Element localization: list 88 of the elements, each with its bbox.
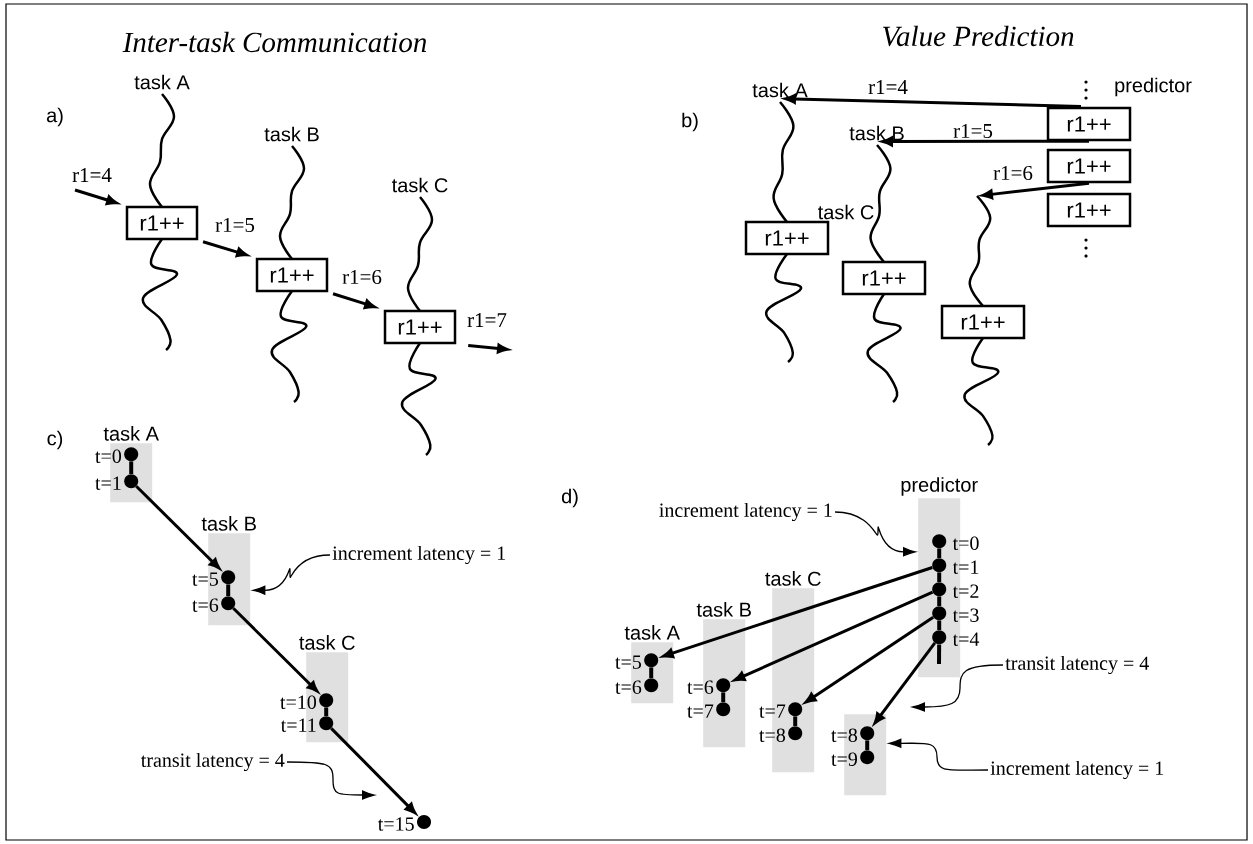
wavy-line [148,93,176,208]
annotation-text: increment latency = 1 [990,760,1164,780]
time-label: t=2 [952,584,979,598]
time-label: t=7 [759,704,786,718]
connector-line [129,461,134,474]
node-label: task C [299,635,355,650]
task-label: task B [264,126,319,142]
edge-label: r1=5 [952,122,994,140]
connector-line [937,596,942,606]
time-label: t=5 [192,572,219,586]
increment-box: r1++ [841,260,927,296]
edge-label: r1=5 [214,216,256,234]
wavy-line [772,101,795,223]
node-label: task A [103,426,159,441]
wavy-line [869,144,892,263]
time-label: t=6 [615,680,642,694]
edge-label: r1=6 [992,164,1034,182]
node-label: task B [201,516,256,531]
edge-label: r1=6 [341,268,383,286]
wavy-line [270,290,308,403]
panel-letter: c) [47,430,63,450]
task-label: task B [849,125,904,141]
wavy-line [406,196,434,312]
wavy-line [141,238,179,351]
wavy-line [765,253,803,363]
edge-label: r1=4 [867,79,909,95]
connector-line [937,548,942,558]
increment-box: r1++ [1046,192,1132,228]
connector-line [937,644,942,665]
time-label: t=3 [952,608,979,622]
predictor-label: predictor [1115,77,1192,97]
increment-box: r1++ [125,205,199,241]
panel-letter: b) [682,112,698,132]
wavy-line [963,337,1000,446]
time-label: t=15 [377,817,414,831]
time-label: t=8 [759,728,786,742]
increment-box: r1++ [1046,106,1132,142]
panel-title: Value Prediction [883,25,1074,47]
time-label: t=0 [95,449,122,463]
time-label: t=7 [687,704,714,718]
connector-line [865,740,870,750]
connector-line [324,707,329,716]
panel-letter: d) [561,488,578,508]
panel-title: Inter-task Communication [122,31,427,53]
time-label: t=1 [952,560,979,574]
wavy-line [866,293,902,403]
task-label: task A [134,74,190,90]
task-label: task C [817,204,874,220]
edge-label: r1=7 [466,312,508,328]
connector-line [793,716,798,726]
time-label: t=6 [192,598,219,612]
panel-letter: a) [46,107,63,127]
time-label: t=6 [687,680,714,694]
annotation-text: increment latency = 1 [332,545,505,565]
task-label: task C [391,177,448,193]
connector-line [721,692,726,702]
node-label: predictor [901,477,978,496]
annotation-text: increment latency = 1 [659,502,832,522]
connector-line [937,572,942,582]
increment-box: r1++ [940,304,1026,340]
edge-label: r1=4 [71,167,113,183]
leader-line [834,511,916,557]
connector-line [937,620,942,630]
wavy-line [968,195,992,307]
wavy-line [400,342,437,456]
increment-box: r1++ [1046,148,1132,184]
time-label: t=11 [280,718,316,732]
arrow [232,607,319,693]
time-label: t=10 [280,695,317,709]
increment-box: r1++ [255,257,329,293]
time-label: t=4 [952,632,980,646]
connector-line [649,667,654,678]
connector-line [226,584,231,596]
increment-box: r1++ [383,309,457,345]
increment-box: r1++ [744,220,830,256]
annotation-text: transit latency = 4 [141,752,285,772]
annotation-text: transit latency = 4 [1005,655,1149,675]
task-label: task A [752,82,808,98]
time-label: t=0 [952,536,979,550]
time-label: t=5 [615,655,642,669]
time-label: t=9 [831,752,857,766]
arrow [135,485,221,570]
time-label: t=8 [831,728,858,742]
leader-line [888,738,989,771]
leader-line [252,554,331,595]
time-label: t=1 [95,476,121,490]
leader-line [912,664,1004,712]
wavy-line [278,145,306,260]
